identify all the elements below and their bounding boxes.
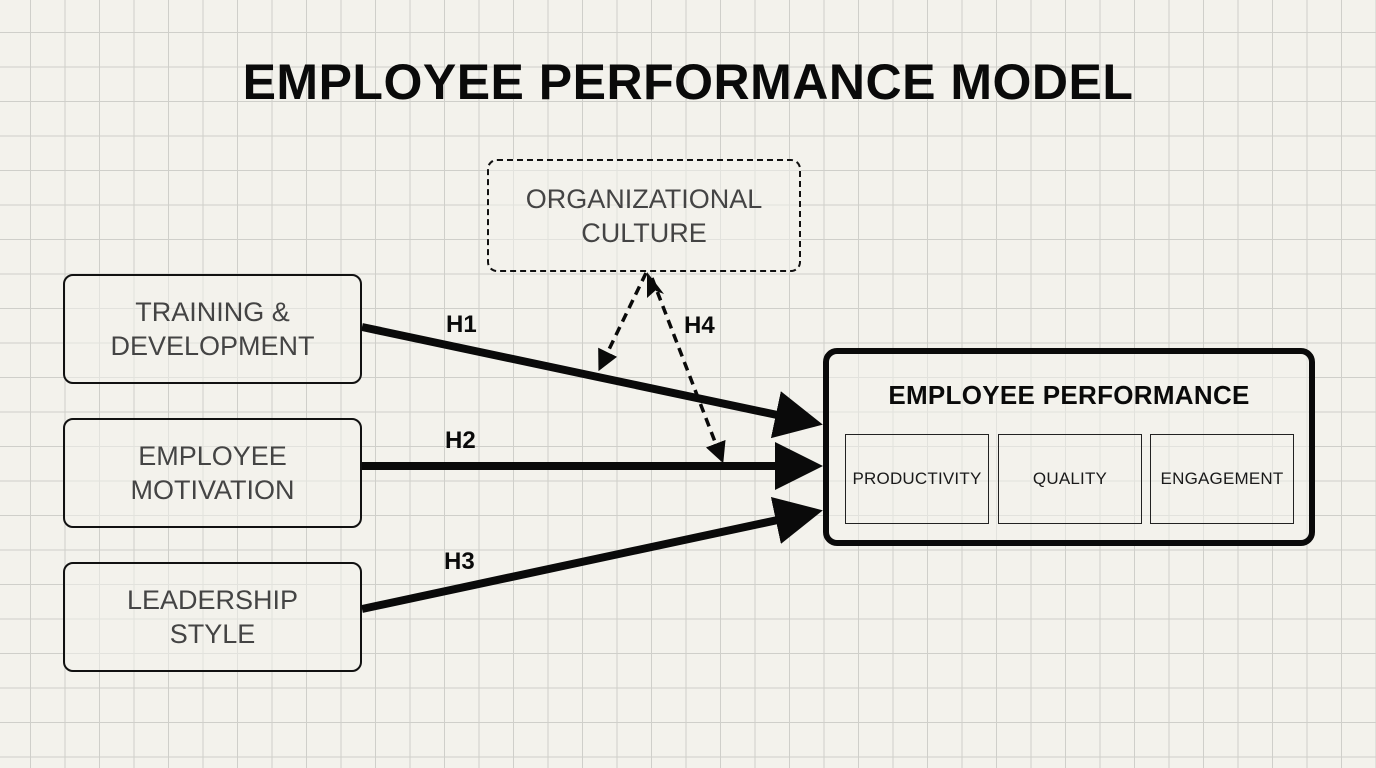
box-label-line: LEADERSHIP xyxy=(126,585,299,615)
box-label-line: CULTURE xyxy=(581,217,707,248)
organizational-culture-box[interactable]: ORGANIZATIONAL CULTURE xyxy=(487,159,801,272)
box-label-line: MOTIVATION xyxy=(130,475,295,505)
box-label-line: TRAINING & xyxy=(135,297,290,327)
employee-performance-box[interactable]: EMPLOYEE PERFORMANCE PRODUCTIVITY QUALIT… xyxy=(823,348,1315,546)
h4-label: H4 xyxy=(684,312,715,339)
h4-arrow-head-up-left xyxy=(647,272,656,298)
leadership-style-box[interactable]: LEADERSHIP STYLE xyxy=(63,562,362,672)
h4-arrow-to-h1 xyxy=(598,272,648,372)
h1-label: H1 xyxy=(446,311,477,338)
box-label-line: STYLE xyxy=(169,619,256,649)
dimension-productivity[interactable]: PRODUCTIVITY xyxy=(845,434,989,524)
box-label-line: EMPLOYEE xyxy=(138,441,287,471)
dimension-engagement[interactable]: ENGAGEMENT xyxy=(1150,434,1294,524)
box-label-line: DEVELOPMENT xyxy=(110,331,315,361)
box-label-line: ORGANIZATIONAL xyxy=(525,183,763,214)
dimension-quality[interactable]: QUALITY xyxy=(998,434,1142,524)
h3-arrow xyxy=(361,496,823,613)
employee-motivation-box[interactable]: EMPLOYEE MOTIVATION xyxy=(63,418,362,528)
h4-arrow-head-up xyxy=(647,272,664,294)
employee-performance-title: EMPLOYEE PERFORMANCE xyxy=(888,380,1250,410)
training-development-box[interactable]: TRAINING & DEVELOPMENT xyxy=(63,274,362,384)
h4-arrow-to-h2 xyxy=(650,277,726,464)
h3-label: H3 xyxy=(444,548,475,575)
h2-label: H2 xyxy=(445,427,476,454)
diagram-title: EMPLOYEE PERFORMANCE MODEL xyxy=(242,54,1134,110)
h1-arrow xyxy=(361,323,823,439)
